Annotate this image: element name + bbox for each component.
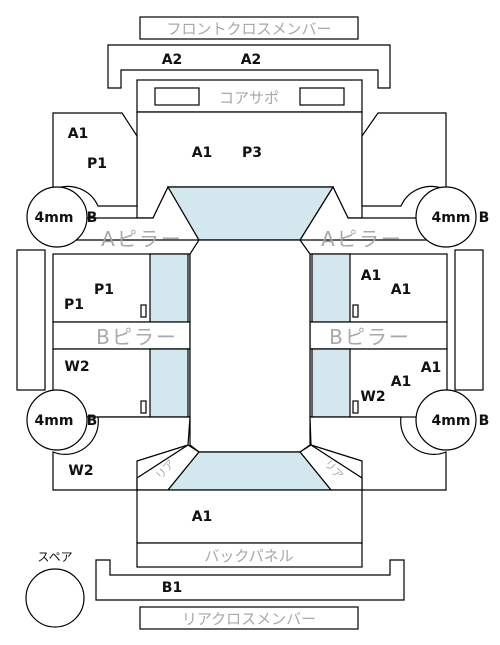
back-panel-label: バックパネル (204, 547, 293, 565)
core-support-box[interactable] (136, 79, 363, 113)
b-pillar-left-label: Bピラー (96, 325, 178, 349)
front-member-code-left: A2 (162, 52, 183, 68)
trunk-code: A1 (192, 509, 213, 525)
tire-front-right-depth: 4mm (432, 210, 471, 226)
rear-cross-member-box[interactable] (139, 606, 359, 630)
a-pillar-right-label: Aピラー (321, 227, 403, 251)
tire-front-left[interactable]: 4mm B (26, 186, 98, 248)
rear-door-right-code-3: W2 (360, 389, 385, 405)
tire-rear-left[interactable]: 4mm B (26, 389, 98, 451)
hood-code-1: A1 (192, 145, 213, 161)
b-pillar-right-label: Bピラー (329, 325, 411, 349)
front-door-left-code-2: P1 (64, 297, 84, 313)
side-skirt-left[interactable] (16, 249, 46, 391)
core-support-label: コアサポ (219, 89, 279, 107)
front-fender-left-code-1: A1 (68, 126, 89, 142)
tire-rear-left-suffix: B (87, 413, 98, 429)
rear-door-left-window (149, 348, 189, 418)
front-door-right-code-2: A1 (391, 282, 412, 298)
front-member-code-right: A2 (241, 52, 262, 68)
front-fender-left-code-2: P1 (87, 156, 107, 172)
rear-fender-left[interactable] (52, 416, 191, 491)
tire-rear-right[interactable]: 4mm B (415, 389, 490, 451)
tire-rear-right-depth: 4mm (432, 413, 471, 429)
b-pillar-left[interactable] (52, 321, 191, 350)
tire-front-right[interactable]: 4mm B (415, 186, 490, 248)
rear-door-right-code-1: A1 (421, 360, 442, 376)
rear-door-right-window (311, 348, 351, 418)
front-door-right-handle (352, 304, 359, 318)
front-door-right-window (311, 253, 351, 323)
front-cross-member-box[interactable] (139, 16, 359, 40)
front-door-left-code-1: P1 (94, 282, 114, 298)
tire-front-right-suffix: B (479, 210, 490, 226)
rear-door-left-code: W2 (64, 359, 89, 375)
roof[interactable] (189, 239, 311, 453)
trunk[interactable] (136, 489, 363, 544)
rear-bumper[interactable] (95, 559, 405, 601)
rear-member-code: B1 (162, 580, 182, 596)
a-pillar-left-label: Aピラー (101, 227, 183, 251)
spare-tire[interactable] (25, 568, 85, 628)
rear-door-right-code-2: A1 (391, 374, 412, 390)
front-door-left-handle (140, 304, 147, 318)
spare-label: スペア (37, 550, 72, 564)
rear-door-left-handle (140, 400, 147, 414)
rear-fender-right[interactable] (309, 416, 447, 491)
front-bumper[interactable] (107, 44, 391, 89)
front-door-right-code-1: A1 (361, 268, 382, 284)
headlight-left (154, 87, 200, 106)
headlight-right (299, 87, 345, 106)
rear-cross-member-label: リアクロスメンバー (182, 610, 316, 628)
front-door-left-window (149, 253, 189, 323)
tire-front-left-depth: 4mm (35, 210, 74, 226)
rear-fender-left-code: W2 (68, 463, 93, 479)
tire-rear-left-depth: 4mm (35, 413, 74, 429)
back-panel-box[interactable] (136, 542, 363, 568)
front-cross-member-label: フロントクロスメンバー (166, 20, 331, 38)
hood-code-2: P3 (242, 145, 262, 161)
tire-front-left-suffix: B (87, 210, 98, 226)
rear-door-right-handle (352, 400, 359, 414)
side-skirt-right[interactable] (454, 249, 484, 391)
tire-rear-right-suffix: B (479, 413, 490, 429)
